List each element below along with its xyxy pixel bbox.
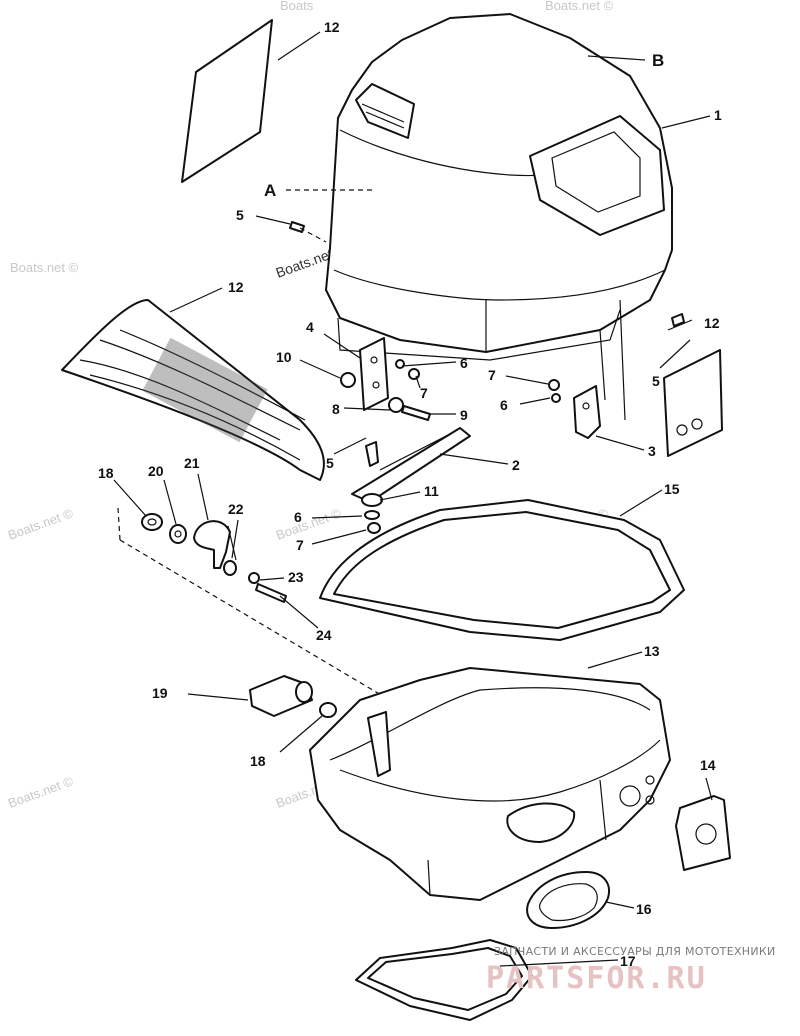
part-12-decal-side	[61, 299, 325, 481]
callout-5: 5	[236, 207, 244, 223]
part-19-latch-handle	[249, 675, 313, 717]
watermark: Boats.net ©	[545, 0, 614, 13]
part-3-bracket	[573, 385, 601, 439]
callout-18: 18	[250, 753, 266, 769]
callout-1: 1	[714, 107, 722, 123]
callout-18: 18	[98, 465, 114, 481]
part-17-lower-gasket	[355, 939, 533, 1021]
callout-14: 14	[700, 757, 716, 773]
callout-B: B	[652, 51, 664, 70]
callout-12: 12	[228, 279, 244, 295]
callout-4: 4	[306, 319, 314, 335]
callout-8: 8	[332, 401, 340, 417]
callout-13: 13	[644, 643, 660, 659]
callout-17: 17	[620, 953, 636, 969]
callout-6: 6	[294, 509, 302, 525]
part-14-plate	[675, 795, 731, 871]
part-13-bottom-cowl	[309, 667, 671, 901]
callout-3: 3	[648, 443, 656, 459]
callout-2: 2	[512, 457, 520, 473]
watermark: Boats.net ©	[6, 773, 76, 811]
callout-labels: 12 B 1 A 5 12 4 12 10 6 7 5 7 6 8 9 3 5 …	[98, 19, 722, 969]
callout-21: 21	[184, 455, 200, 471]
leader-lines	[113, 31, 713, 967]
footer-tagline: ЗАПЧАСТИ И АКСЕССУАРЫ ДЛЯ МОТОТЕХНИКИ	[494, 945, 776, 958]
callout-23: 23	[288, 569, 304, 585]
callout-7: 7	[488, 367, 496, 383]
callout-7: 7	[420, 385, 428, 401]
part-16-grommet	[526, 871, 610, 929]
callout-5: 5	[652, 373, 660, 389]
callout-10: 10	[276, 349, 292, 365]
callout-6: 6	[460, 355, 468, 371]
part-12-panel	[663, 349, 723, 457]
callout-12: 12	[704, 315, 720, 331]
callout-24: 24	[316, 627, 332, 643]
callout-15: 15	[664, 481, 680, 497]
callout-A: A	[264, 181, 276, 200]
part-12-decal-top	[181, 19, 273, 183]
callout-11: 11	[424, 483, 439, 499]
watermark: Boats.net ©	[6, 505, 76, 543]
part-15-gasket	[319, 499, 685, 641]
callout-9: 9	[460, 407, 468, 423]
watermark: Boats.net ©	[10, 260, 79, 275]
footer-logo: PARTSFOR.RU	[486, 961, 707, 996]
callout-5: 5	[326, 455, 334, 471]
callout-6: 6	[500, 397, 508, 413]
callout-19: 19	[152, 685, 168, 701]
part-4-bracket	[359, 337, 389, 411]
watermark: Boats	[280, 0, 314, 13]
watermark: Boats.net ©	[274, 505, 344, 543]
callout-7: 7	[296, 537, 304, 553]
part-1-top-cowl	[325, 13, 673, 421]
callout-12: 12	[324, 19, 340, 35]
callout-22: 22	[228, 501, 244, 517]
callout-20: 20	[148, 463, 164, 479]
callout-16: 16	[636, 901, 652, 917]
hardware-washers	[361, 493, 383, 534]
part-18-nut	[319, 702, 337, 718]
